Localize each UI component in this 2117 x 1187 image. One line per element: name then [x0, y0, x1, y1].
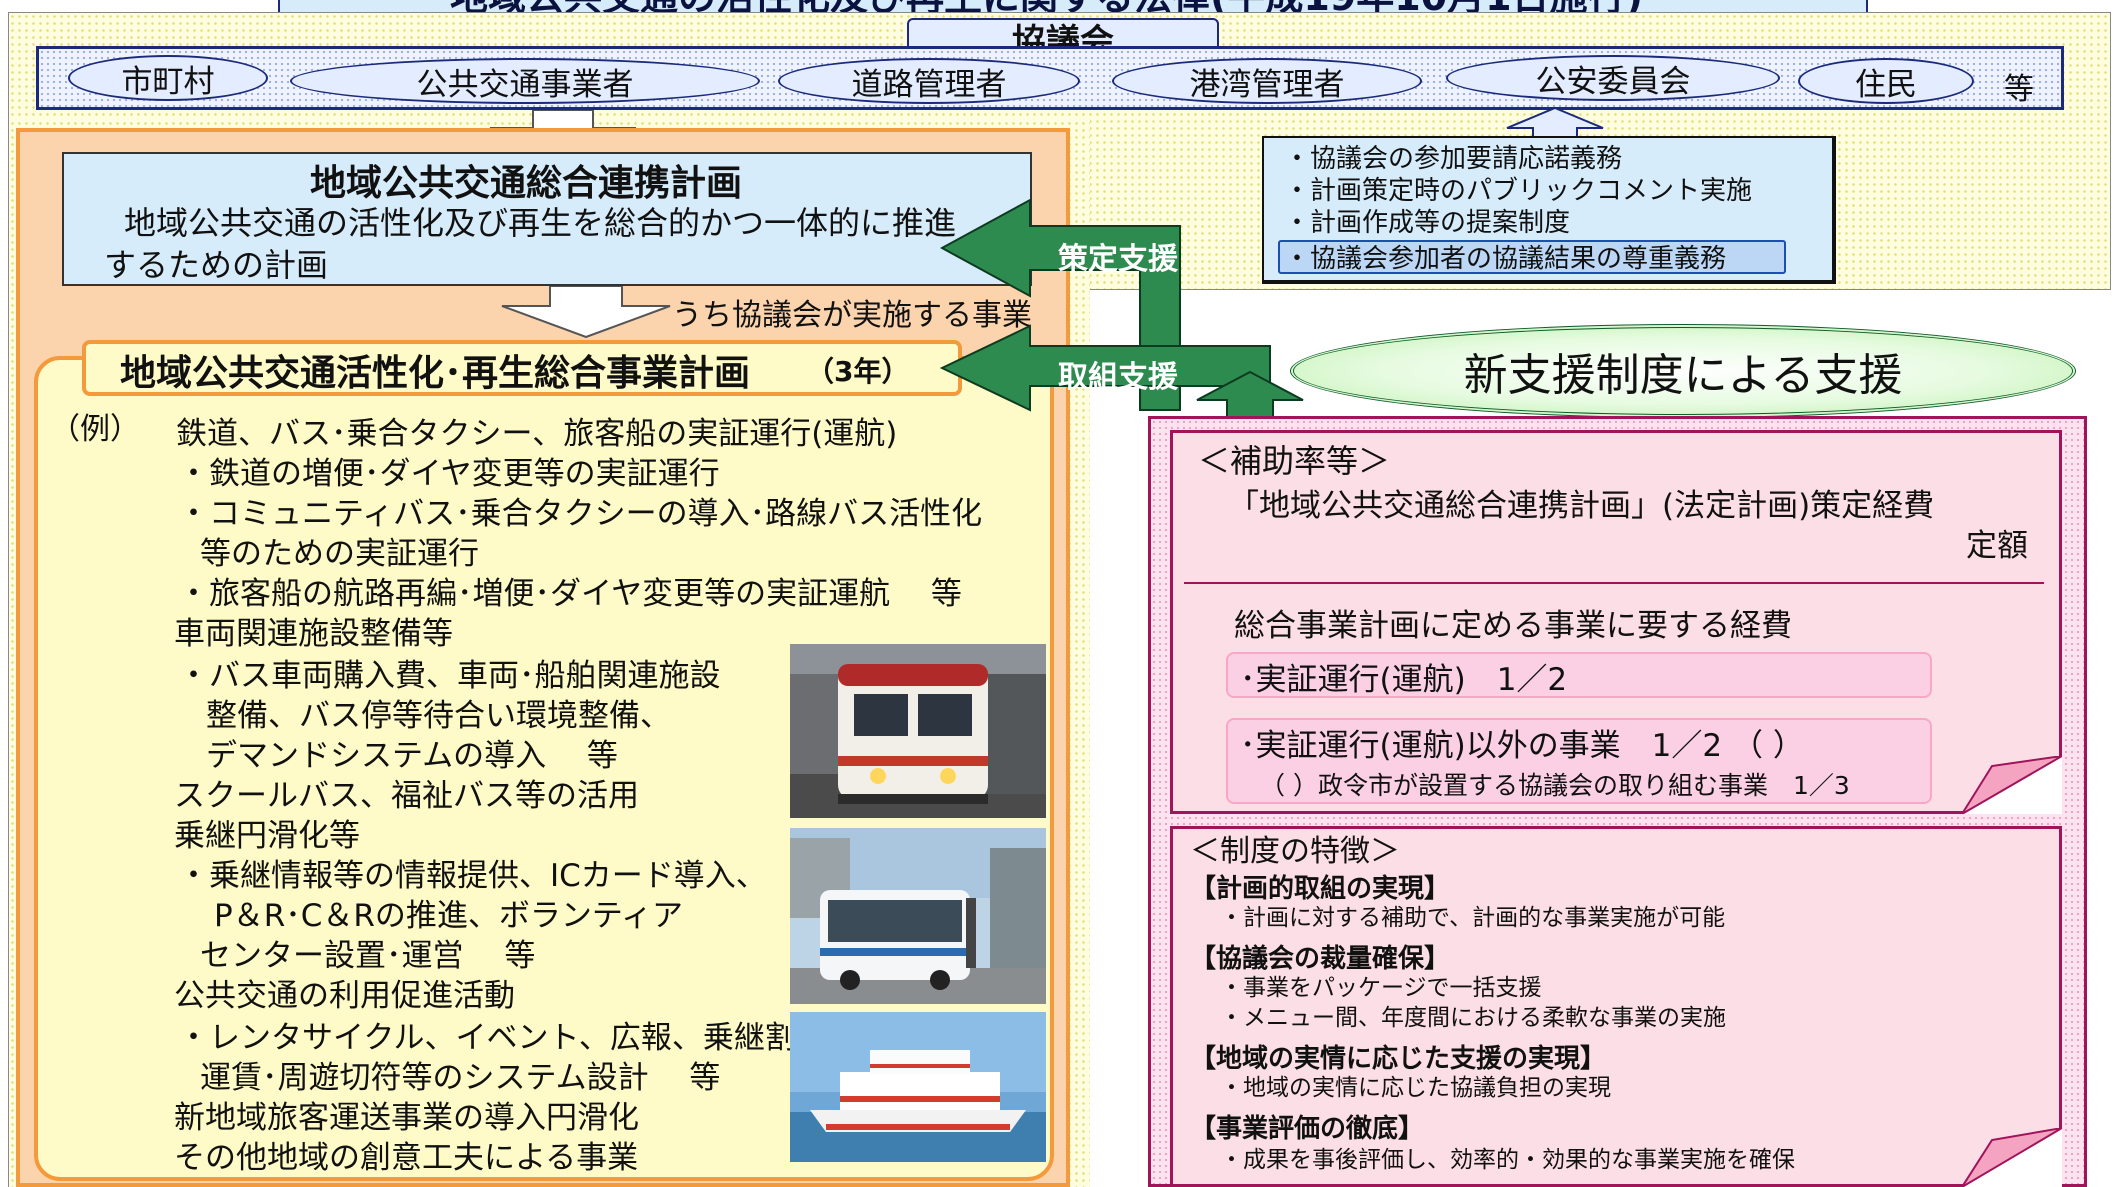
obligation-4-highlight: [1278, 240, 1786, 274]
subsidy-note: （ ）政令市が設置する協議会の取り組む事業 1／3: [1260, 771, 1850, 800]
features-box: [1170, 826, 2062, 1187]
project-line-17: 運賃･周遊切符等のシステム設計 等: [200, 1060, 721, 1096]
member-residents: 住民: [1798, 58, 1974, 104]
project-plan-title-box: [82, 340, 962, 396]
project-line-11: 乗継円滑化等: [174, 818, 360, 854]
tram-photo: [790, 644, 1046, 818]
project-line-1: 鉄道、バス･乗合タクシー、旅客船の実証運行(運航): [176, 416, 898, 452]
feature-3-title: 【地域の実情に応じた支援の実現】: [1190, 1044, 1607, 1074]
subsidy-item-2: ･実証運行(運航)以外の事業 1／2 （ ）: [1240, 728, 1804, 764]
obligation-4: ・協議会参加者の協議結果の尊重義務: [1284, 244, 1727, 274]
plan-desc-line1: 地域公共交通の活性化及び再生を総合的かつ一体的に推進: [124, 204, 957, 242]
project-line-13: P＆R･C＆Rの推進、ボランティア: [214, 898, 684, 934]
project-plan-period: （3年）: [806, 355, 910, 388]
project-line-10: スクールバス、福祉バス等の活用: [174, 778, 639, 814]
subsidy-item-1: ･実証運行(運航) 1／2: [1240, 662, 1568, 698]
member-public-safety-commission: 公安委員会: [1446, 55, 1780, 101]
new-support-oval: 新支援制度による支援: [1290, 324, 2076, 418]
plan-desc-line2: するための計画: [104, 246, 329, 284]
new-support-title: 新支援制度による支援: [1463, 350, 1903, 401]
project-line-5: ・旅客船の航路再編･増便･ダイヤ変更等の実証運航 等: [178, 576, 962, 612]
project-line-19: その他地域の創意工夫による事業: [174, 1140, 639, 1176]
project-line-18: 新地域旅客運送事業の導入円滑化: [174, 1100, 639, 1136]
project-line-12: ・乗継情報等の情報提供、ICカード導入、: [178, 858, 767, 894]
project-line-8: 整備、バス停等待合い環境整備、: [206, 698, 671, 734]
feature-3-item-1: ・地域の実情に応じた協議負担の実現: [1220, 1075, 1611, 1101]
plan-title: 地域公共交通総合連携計画: [310, 163, 743, 204]
subsidy-project-cost: 総合事業計画に定める事業に要する経費: [1234, 608, 1792, 644]
feature-4-title: 【事業評価の徹底】: [1190, 1114, 1425, 1144]
subsidy-heading: ＜補助率等＞: [1198, 442, 1391, 480]
feature-4-item-1: ・成果を事後評価し、効率的・効果的な事業実施を確保: [1220, 1147, 1795, 1173]
obligation-2: ・計画策定時のパブリックコメント実施: [1284, 176, 1753, 206]
project-plan-title: 地域公共交通活性化･再生総合事業計画: [120, 353, 751, 394]
members-etc: 等: [2004, 72, 2034, 107]
obligation-1: ・協議会の参加要請応諾義務: [1284, 144, 1623, 174]
project-line-16: ・レンタサイクル、イベント、広報、乗継割引: [178, 1020, 827, 1056]
green-support-arrows: [940, 198, 1271, 412]
feature-1-item-1: ・計画に対する補助で、計画的な事業実施が可能: [1220, 905, 1726, 931]
subsidy-folded-corner: [1962, 756, 2062, 814]
arrow-plan-to-project: [501, 286, 671, 338]
bus-photo: [790, 828, 1046, 1004]
feature-2-item-2: ・メニュー間、年度間における柔軟な事業の実施: [1220, 1005, 1726, 1031]
ferry-photo: [790, 1012, 1046, 1162]
example-label: （例）: [50, 412, 140, 447]
member-port-administrator: 港湾管理者: [1112, 58, 1422, 104]
subsidy-item-2-box: [1226, 718, 1932, 804]
subsidy-divider: [1184, 582, 2044, 584]
member-transport-operators: 公共交通事業者: [290, 58, 760, 104]
project-line-3: ・コミュニティバス･乗合タクシーの導入･路線バス活性化: [178, 496, 983, 532]
subsidy-item-1-box: [1226, 652, 1932, 698]
council-projects-label: うち協議会が実施する事業: [672, 298, 1032, 333]
project-line-14: センター設置･運営 等: [200, 938, 536, 974]
label-planning-support: 策定支援: [1058, 242, 1178, 277]
project-line-2: ・鉄道の増便･ダイヤ変更等の実証運行: [178, 456, 720, 492]
member-municipality: 市町村: [68, 55, 268, 101]
arrow-new-support-up: [1196, 370, 1304, 419]
features-folded-corner: [1962, 1128, 2062, 1187]
subsidy-plan-cost-rate: 定額: [1966, 528, 2028, 564]
member-road-administrator: 道路管理者: [778, 58, 1080, 104]
project-line-7: ・バス車両購入費、車両･船舶関連施設: [178, 658, 721, 694]
subsidy-plan-cost: 「地域公共交通総合連携計画」(法定計画)策定経費: [1228, 488, 1935, 524]
obligation-3: ・計画作成等の提案制度: [1284, 208, 1571, 238]
project-line-6: 車両関連施設整備等: [174, 616, 453, 652]
project-line-15: 公共交通の利用促進活動: [174, 978, 515, 1014]
features-heading: ＜制度の特徴＞: [1190, 834, 1400, 869]
project-line-9: デマンドシステムの導入 等: [206, 738, 618, 774]
label-implementation-support: 取組支援: [1058, 360, 1178, 395]
feature-2-title: 【協議会の裁量確保】: [1190, 944, 1451, 974]
feature-1-title: 【計画的取組の実現】: [1190, 874, 1451, 904]
comprehensive-plan-box: [62, 152, 1032, 286]
feature-2-item-1: ・事業をパッケージで一括支援: [1220, 975, 1542, 1001]
project-line-4: 等のための実証運行: [200, 536, 479, 572]
